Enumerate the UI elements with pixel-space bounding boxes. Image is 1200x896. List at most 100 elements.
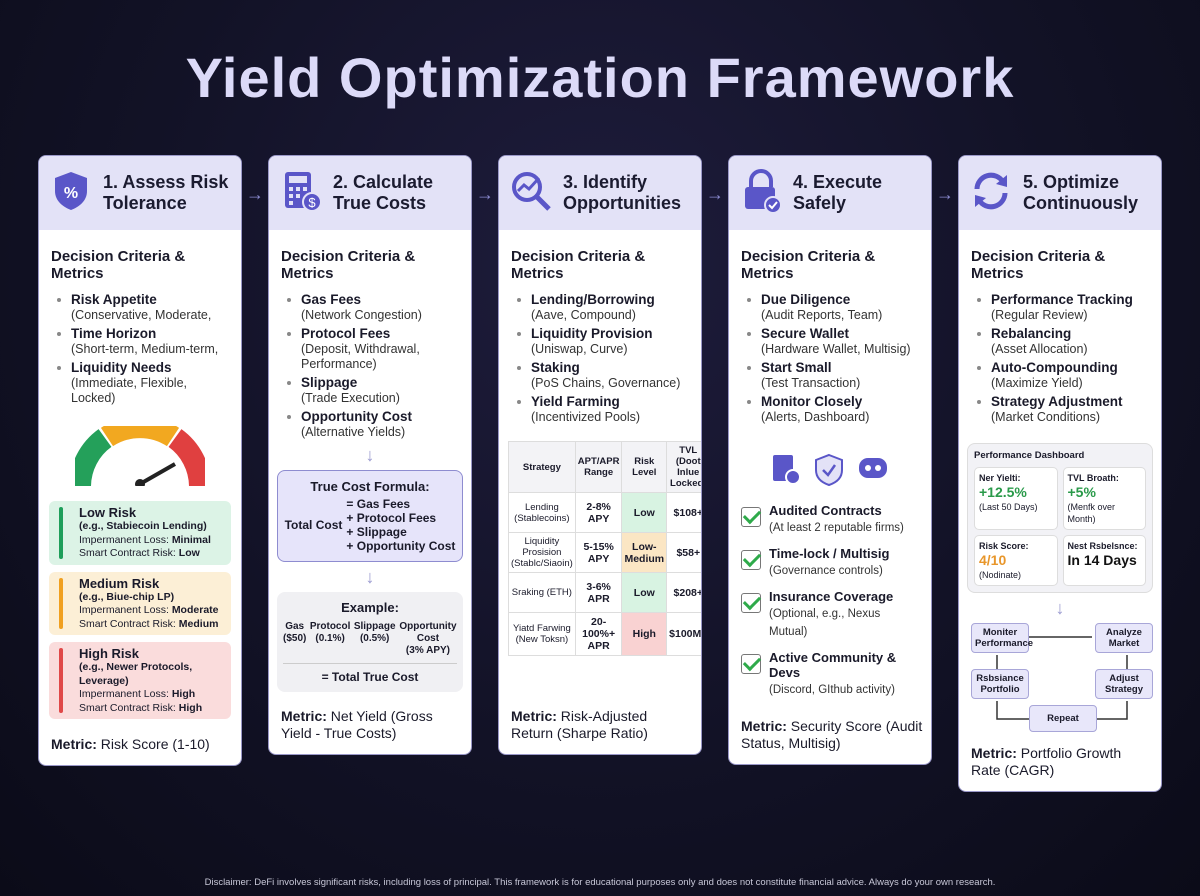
table-cell: $100M+ <box>666 612 701 656</box>
criteria-item: Performance Tracking(Regular Review) <box>971 292 1149 323</box>
smart-contract-risk: Smart Contract Risk: Low <box>79 547 225 561</box>
checkbox[interactable] <box>741 593 761 613</box>
risk-example: (e.g., Biue-chip LP) <box>79 590 175 603</box>
formula-term: + Protocol Fees <box>346 511 437 525</box>
checklist-item: Audited Contracts(At least 2 reputable f… <box>741 503 919 536</box>
criteria-item: Rebalancing(Asset Allocation) <box>971 326 1149 357</box>
cycle-node: Rsbsiance Portfolio <box>971 669 1029 699</box>
arrow-right-icon: → <box>476 184 494 204</box>
table-header: Risk Level <box>621 441 668 493</box>
check-title: Insurance Coverage <box>769 589 894 604</box>
arrow-down-icon: ↓ <box>365 445 375 465</box>
checklist-item: Active Community & Devs(Discord, GIthub … <box>741 650 919 698</box>
criteria-detail: (Network Congestion) <box>301 308 422 322</box>
checklist-item: Time-lock / Multisig(Governance controls… <box>741 546 919 579</box>
card-value: 4/10 <box>979 552 1007 568</box>
example-label: Opportunity Cost <box>399 621 457 644</box>
checkbox[interactable] <box>741 507 761 527</box>
table-cell: $58+ <box>666 532 701 573</box>
table-cell: Low-Medium <box>621 532 668 573</box>
risk-example: (e.g., Stabiecoin Lending) <box>79 520 207 532</box>
risk-level-high: High Risk(e.g., Newer Protocols, Leverag… <box>49 642 231 719</box>
table-cell: $108+ <box>666 492 701 533</box>
arrow-right-icon: → <box>246 184 264 204</box>
table-cell: Lending (Stablecoins) <box>508 492 576 533</box>
criteria-name: Start Small <box>761 360 832 375</box>
criteria-item: Secure Wallet(Hardware Wallet, Multisig) <box>741 326 919 357</box>
page-title: Yield Optimization Framework <box>185 46 1015 109</box>
metric-value: Portfolio Growth Rate (CAGR) <box>971 745 1122 778</box>
card-value: +12.5% <box>979 484 1027 500</box>
step-title: 1. Assess Risk Tolerance <box>103 172 229 213</box>
formula-term: = Gas Fees <box>346 497 411 511</box>
risk-name: Medium Risk <box>79 575 160 591</box>
card-value: In 14 Days <box>1067 552 1137 568</box>
card-header: $2. Calculate True Costs <box>269 156 471 230</box>
smart-contract-risk: Smart Contract Risk: Medium <box>79 618 225 632</box>
card-header: 4. Execute Safely <box>729 156 931 230</box>
criteria-name: Gas Fees <box>301 292 362 307</box>
criteria-item: Auto-Compounding(Maximize Yield) <box>971 360 1149 391</box>
smart-contract-risk: Smart Contract Risk: High <box>79 702 225 716</box>
dashboard-card: Ner Yielti:+12.5%(Last 50 Days) <box>974 467 1058 530</box>
metric-label: Metric: <box>971 745 1017 761</box>
example-value: (0.1%) <box>315 633 345 644</box>
cycle-arrows <box>996 636 1128 720</box>
criteria-detail: (Hardware Wallet, Multisig) <box>761 342 911 356</box>
criteria-name: Strategy Adjustment <box>991 394 1123 409</box>
svg-text:$: $ <box>308 195 316 210</box>
sc-label: Smart Contract Risk: <box>79 701 176 714</box>
dashboard-card: Nest Rsbelsnce:In 14 Days <box>1062 535 1146 586</box>
criteria-heading: Decision Criteria & Metrics <box>971 248 1106 282</box>
criteria-name: Performance Tracking <box>991 292 1133 307</box>
impermanent-loss: Impermanent Loss: High <box>79 688 225 702</box>
il-value: Minimal <box>171 533 211 546</box>
check-text: Insurance Coverage(Optional, e.g., Nexus… <box>769 589 919 640</box>
metric-value: Security Score (Audit Status, Multisig) <box>741 718 923 751</box>
criteria-item: Slippage(Trade Execution) <box>281 375 459 406</box>
criteria-name: Slippage <box>301 375 358 390</box>
dashboard-card: TVL Broath:+5%(Menfk over Month) <box>1062 467 1146 530</box>
disclaimer: Disclaimer: DeFi involves significant ri… <box>204 877 996 888</box>
example-item: Protocol(0.1%) <box>310 621 351 657</box>
criteria-detail: (Short-term, Medium-term, <box>71 342 219 356</box>
criteria-name: Rebalancing <box>991 326 1072 341</box>
criteria-item: Strategy Adjustment(Market Conditions) <box>971 394 1149 425</box>
sc-value: High <box>178 701 203 714</box>
metric-value: Net Yield (Gross Yield - True Costs) <box>281 708 433 741</box>
dashboard-title: Performance Dashboard <box>974 450 1085 461</box>
step-title: 4. Execute Safely <box>793 172 883 213</box>
criteria-name: Protocol Fees <box>301 326 391 341</box>
step-title: 3. Identify Opportunities <box>563 172 681 213</box>
table-cell: 2-8% APY <box>574 492 623 533</box>
criteria-item: Opportunity Cost(Alternative Yields) <box>281 409 459 440</box>
criteria-item: Lending/Borrowing(Aave, Compound) <box>511 292 689 323</box>
cycle-node: Adjust Strategy <box>1095 669 1153 699</box>
checkbox[interactable] <box>741 654 761 674</box>
il-label: Impermanent Loss: <box>79 688 169 700</box>
metric: Metric: Risk Score (1-10) <box>39 726 241 765</box>
example-title: Example: <box>341 600 399 615</box>
criteria-name: Opportunity Cost <box>301 409 412 424</box>
table-cell: Low <box>621 572 668 613</box>
risk-gauge <box>69 416 211 491</box>
criteria-detail: (Trade Execution) <box>301 391 400 405</box>
refresh-icon <box>969 169 1013 218</box>
card-header: 5. Optimize Continuously <box>959 156 1161 230</box>
checkbox[interactable] <box>741 550 761 570</box>
formula-lhs: Total Cost <box>284 518 343 532</box>
criteria-heading: Decision Criteria & Metrics <box>281 248 416 282</box>
il-label: Impermanent Loss: <box>79 533 169 546</box>
metric-label: Metric: <box>511 708 557 724</box>
metric-label: Metric: <box>741 718 787 734</box>
table-cell: High <box>621 612 668 656</box>
